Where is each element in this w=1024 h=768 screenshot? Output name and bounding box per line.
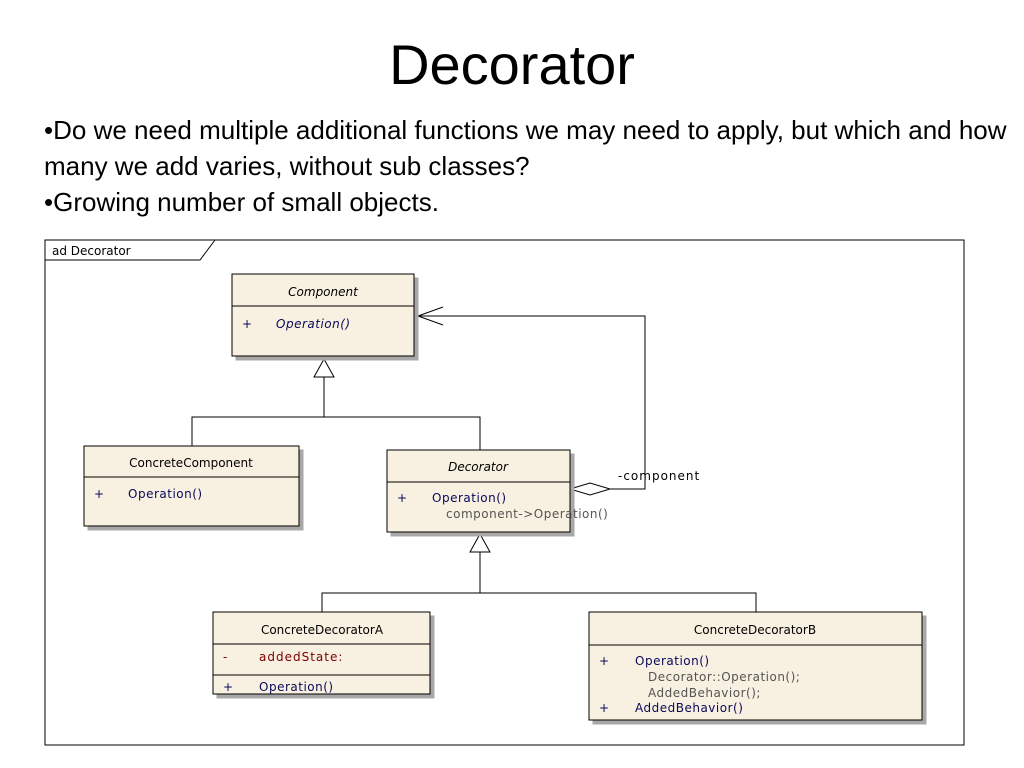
class-decorator: Decorator + Operation() component->Opera… [386, 449, 608, 533]
class-concrete-component: ConcreteComponent + Operation() [83, 445, 300, 527]
operation: Operation() [432, 491, 507, 505]
class-name: ConcreteDecoratorB [694, 623, 816, 637]
class-name: ConcreteDecoratorA [261, 623, 384, 637]
visibility-marker: + [397, 491, 408, 505]
class-name: ConcreteComponent [129, 456, 253, 470]
operation-note: Decorator::Operation(); [648, 670, 800, 684]
class-name: Component [288, 285, 359, 299]
association-role-label: -component [618, 469, 700, 483]
visibility-marker: - [223, 650, 228, 664]
attribute: addedState: [259, 650, 343, 664]
class-name: Decorator [448, 460, 509, 474]
operation: Operation() [276, 317, 351, 331]
frame-label: ad Decorator [52, 244, 131, 258]
frame-label-tab [45, 239, 216, 261]
bullet-item: •Growing number of small objects. [44, 187, 439, 217]
operation: AddedBehavior() [635, 701, 743, 715]
aggregation-component [416, 306, 646, 496]
operation-note: AddedBehavior(); [648, 686, 761, 700]
operation: Operation() [635, 654, 710, 668]
visibility-marker: + [599, 654, 610, 668]
generalization-component [191, 357, 481, 450]
operation-note: component->Operation() [446, 507, 608, 521]
bullet-list: •Do we need multiple additional function… [44, 112, 1014, 220]
class-concrete-decorator-a: ConcreteDecoratorA - addedState: + Opera… [212, 611, 431, 695]
visibility-marker: + [94, 487, 105, 501]
visibility-marker: + [242, 317, 253, 331]
slide-title: Decorator [389, 33, 635, 96]
visibility-marker: + [223, 680, 234, 694]
class-concrete-decorator-b: ConcreteDecoratorB + Operation() Decorat… [588, 611, 923, 721]
bullet-item: •Do we need multiple additional function… [44, 115, 1007, 181]
class-component: Component + Operation() [231, 273, 415, 357]
operation: Operation() [259, 680, 334, 694]
diagram-frame [44, 239, 965, 746]
visibility-marker: + [599, 701, 610, 715]
operation: Operation() [128, 487, 203, 501]
generalization-decorator [321, 532, 757, 612]
